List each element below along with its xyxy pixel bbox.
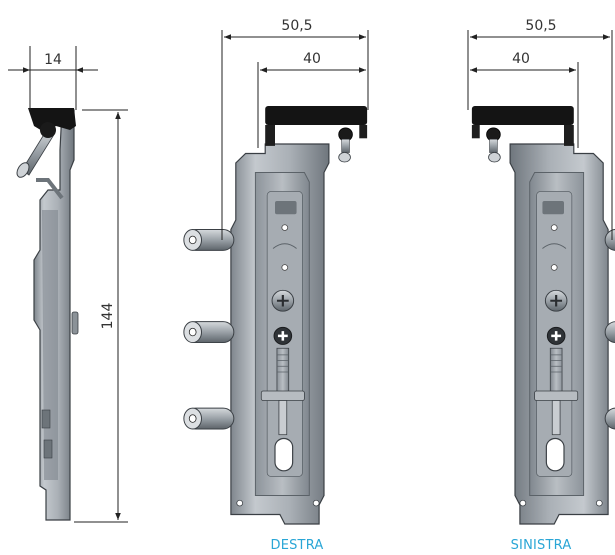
- caption-destra: DESTRA: [270, 538, 323, 553]
- dimension-side-height: 144: [74, 109, 128, 523]
- dimension-destra-inner: 40: [257, 51, 366, 148]
- dim-sinistra-inner-label: 40: [512, 51, 530, 67]
- dimension-sinistra-inner: 40: [470, 51, 579, 148]
- dimension-side-width: 14: [8, 46, 98, 110]
- side-cap: [28, 108, 76, 132]
- dimension-destra-overall: 50,5: [221, 18, 369, 240]
- dim-sinistra-overall-label: 50,5: [525, 18, 556, 34]
- dim-destra-overall-label: 50,5: [281, 18, 312, 34]
- side-view: [16, 108, 79, 521]
- dim-side-width-label: 14: [44, 52, 62, 68]
- dim-destra-inner-label: 40: [303, 51, 321, 67]
- dim-side-height-label: 144: [100, 303, 116, 330]
- sinistra-view: [470, 104, 615, 526]
- destra-view: [182, 104, 369, 526]
- side-screw-icon: [16, 122, 56, 178]
- caption-sinistra: SINISTRA: [511, 538, 572, 553]
- dimension-sinistra-overall: 50,5: [467, 18, 613, 240]
